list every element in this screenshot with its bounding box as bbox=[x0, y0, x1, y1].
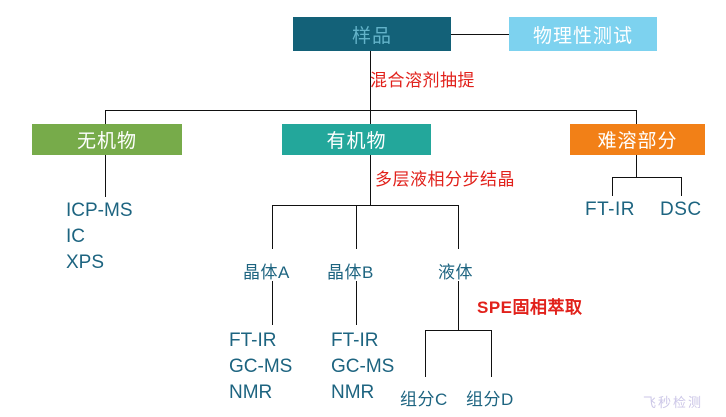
process-label-spe: SPE固相萃取 bbox=[477, 298, 583, 317]
connector-spe-bus bbox=[425, 330, 491, 331]
connector-crystal-a-drop bbox=[272, 205, 273, 249]
connector-insoluble-bus bbox=[612, 177, 681, 178]
node-fraction-c: 组分C bbox=[400, 390, 448, 409]
connector-crystal-a-to-methods bbox=[272, 281, 273, 325]
connector-sample-to-physical bbox=[451, 34, 509, 35]
box-inorganic[interactable]: 无机物 bbox=[32, 124, 182, 155]
connector-bus-drop-insoluble bbox=[636, 110, 637, 124]
connector-crystal-b-to-methods bbox=[356, 281, 357, 325]
connector-crystallization-bus bbox=[272, 205, 459, 206]
connector-crystal-b-drop bbox=[356, 205, 357, 249]
connector-insoluble-ftir-drop bbox=[612, 177, 613, 196]
connector-fraction-d-drop bbox=[491, 330, 492, 377]
connector-inorganic-to-methods bbox=[105, 155, 106, 197]
connector-fraction-c-drop bbox=[425, 330, 426, 377]
connector-liquid-drop bbox=[458, 205, 459, 249]
connector-organic-stem bbox=[370, 155, 371, 205]
process-label-mixed-solvent-extraction: 混合溶剂抽提 bbox=[370, 71, 475, 90]
node-liquid: 液体 bbox=[438, 263, 473, 282]
connector-liquid-stem bbox=[458, 281, 459, 330]
box-physical-test[interactable]: 物理性测试 bbox=[509, 17, 657, 51]
connector-sample-stem bbox=[370, 51, 371, 110]
connector-insoluble-stem bbox=[636, 155, 637, 177]
connector-bus-drop-inorganic bbox=[105, 110, 106, 124]
watermark: 飞秒检测 bbox=[643, 395, 704, 410]
methods-crystal-a: FT-IR GC-MS NMR bbox=[229, 330, 293, 403]
methods-crystal-b: FT-IR GC-MS NMR bbox=[331, 330, 395, 403]
connector-insoluble-dsc-drop bbox=[681, 177, 682, 196]
process-label-multilayer-crystallization: 多层液相分步结晶 bbox=[375, 170, 515, 189]
methods-inorganic: ICP-MS IC XPS bbox=[66, 200, 133, 273]
box-insoluble[interactable]: 难溶部分 bbox=[570, 124, 705, 155]
node-crystal-b: 晶体B bbox=[327, 263, 374, 282]
connector-bus-drop-organic bbox=[370, 110, 371, 124]
box-organic[interactable]: 有机物 bbox=[282, 124, 431, 155]
node-insoluble-dsc: DSC bbox=[660, 199, 702, 220]
node-crystal-a: 晶体A bbox=[243, 263, 290, 282]
node-insoluble-ftir: FT-IR bbox=[585, 199, 635, 220]
box-sample[interactable]: 样品 bbox=[293, 17, 451, 51]
node-fraction-d: 组分D bbox=[466, 390, 514, 409]
